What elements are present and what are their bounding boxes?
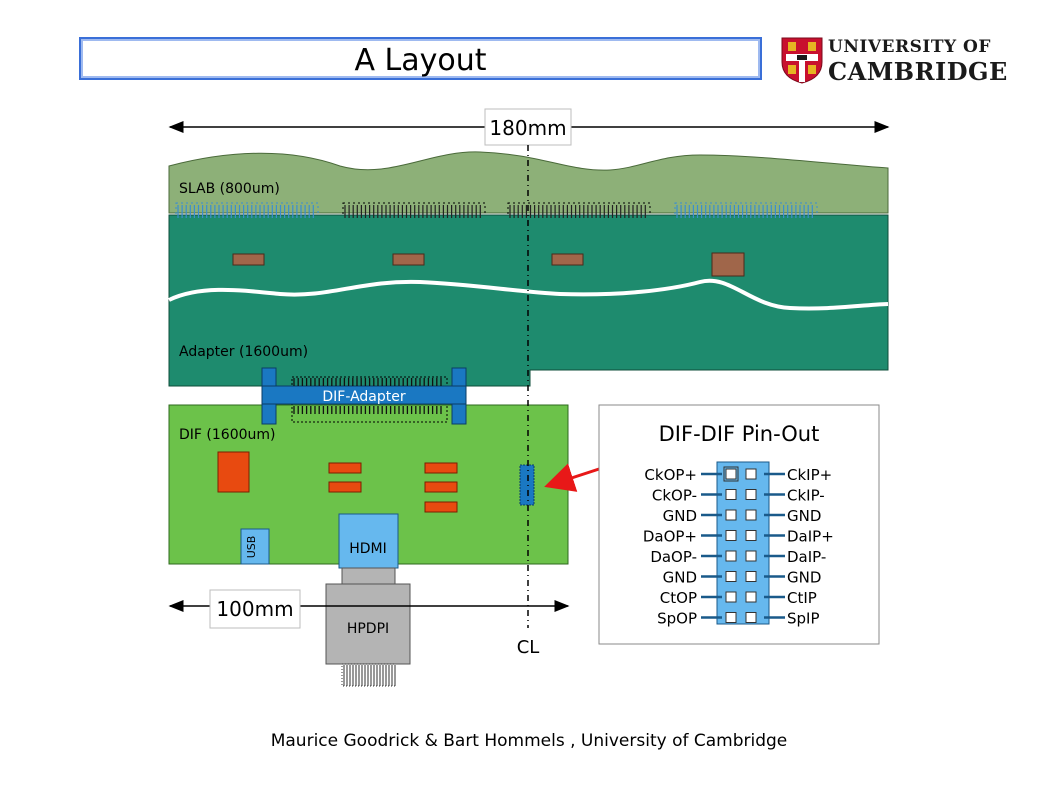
pinout-right-label: GND xyxy=(787,569,821,587)
slab-label: SLAB (800um) xyxy=(179,181,280,197)
pinout-pin xyxy=(725,489,737,500)
hdmi-label: HDMI xyxy=(349,541,387,557)
pinout-pin xyxy=(725,530,737,541)
slab-pins xyxy=(175,202,818,220)
pinout-right-label: GND xyxy=(787,507,821,525)
pinout-right-label: SpIP xyxy=(787,610,820,628)
pinout-pin xyxy=(745,468,757,480)
cambridge-crest-icon xyxy=(781,37,823,84)
dimension-180mm: 180mm xyxy=(168,108,890,146)
pinout-pin xyxy=(745,612,757,623)
footer-credit: Maurice Goodrick & Bart Hommels , Univer… xyxy=(270,731,788,751)
pinout-right-label: CtIP xyxy=(787,589,817,607)
pinout-left-label: GND xyxy=(663,569,697,587)
pinout-pin xyxy=(725,509,737,521)
layout-diagram: 180mm SLAB (800um) Adapter (1600um) DIF … xyxy=(168,108,890,687)
hpdpi-connector xyxy=(325,583,411,665)
pinout-pin xyxy=(725,550,737,562)
pinout-left-label: SpOP xyxy=(657,610,697,628)
pinout-left-label: CtOP xyxy=(660,589,697,607)
usb-connector xyxy=(240,528,270,565)
usb-label: USB xyxy=(245,536,258,559)
pinout-right-label: CkIP- xyxy=(787,487,825,505)
dif-dif-connector-chip xyxy=(519,464,535,506)
pinout-left-label: DaOP+ xyxy=(643,528,697,546)
logo-line1: UNIVERSITY OF xyxy=(828,37,991,57)
pinout-pin xyxy=(745,591,757,603)
slab-chips xyxy=(232,252,745,277)
pinout-left-label: GND xyxy=(663,507,697,525)
centerline-label: CL xyxy=(517,637,540,658)
dif-adapter-connector: DIF-Adapter xyxy=(261,367,467,425)
pinout-pin xyxy=(725,591,737,603)
title-banner: A Layout xyxy=(79,37,762,80)
pinout-pin xyxy=(725,612,737,623)
pinout-right-label: CkIP+ xyxy=(787,466,832,484)
dim-top-label: 180mm xyxy=(489,116,566,140)
pinout-pin xyxy=(725,468,737,480)
dimension-100mm: 100mm xyxy=(168,589,570,629)
page-title: A Layout xyxy=(354,43,487,78)
pinout-panel: DIF-DIF Pin-Out CkOP+ CkIP+ CkOP- CkIP- GND G… xyxy=(598,404,880,645)
adapter-wave-line xyxy=(168,278,889,311)
pinout-pin xyxy=(745,550,757,562)
pinout-pin xyxy=(745,509,757,521)
pinout-left-label: DaOP- xyxy=(650,548,697,566)
pinout-left-label: CkOP- xyxy=(652,487,697,505)
pinout-right-label: DaIP- xyxy=(787,548,826,566)
logo-line2: CAMBRIDGE xyxy=(828,57,1008,86)
adapter-label: Adapter (1600um) xyxy=(179,344,308,360)
pin1-marker xyxy=(723,466,739,482)
slab-board xyxy=(168,151,889,214)
dif-adapter-label: DIF-Adapter xyxy=(322,389,405,405)
pinout-left-label: CkOP+ xyxy=(644,466,697,484)
hdmi-connector xyxy=(338,513,399,569)
university-logo: UNIVERSITY OF CAMBRIDGE xyxy=(780,36,1007,84)
pinout-right-label: DaIP+ xyxy=(787,528,834,546)
dif-chips xyxy=(217,451,458,513)
dim-bottom-label: 100mm xyxy=(216,597,293,621)
pinout-pin xyxy=(745,530,757,541)
pinout-title: DIF-DIF Pin-Out xyxy=(659,422,820,446)
hpdpi-label: HPDPI xyxy=(347,621,389,637)
pinout-pin xyxy=(745,571,757,582)
pinout-pin xyxy=(725,571,737,582)
pinout-pin xyxy=(745,489,757,500)
dif-label: DIF (1600um) xyxy=(179,427,275,443)
